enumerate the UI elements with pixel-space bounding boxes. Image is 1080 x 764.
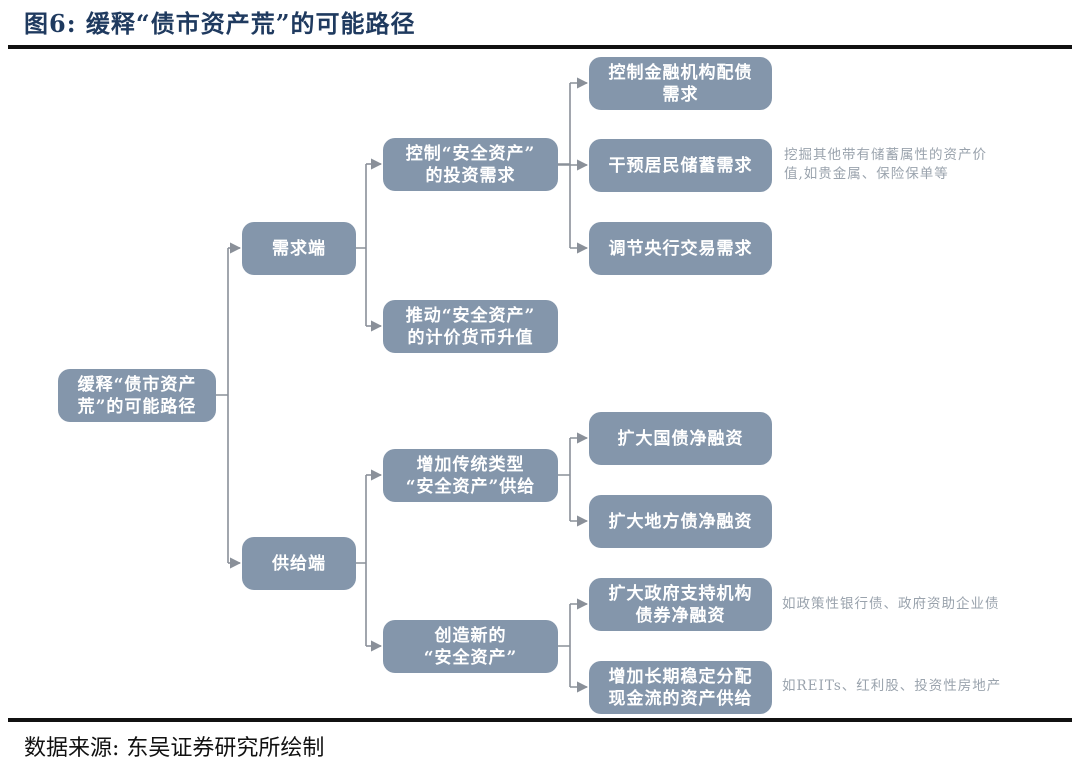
create-new-line2: “安全资产” [423,647,518,668]
source-rule [8,718,1072,722]
traditional-supply-node: 增加传统类型 “安全资产”供给 [383,449,558,502]
agency-bond-node: 扩大政府支持机构 债券净融资 [589,578,772,631]
traditional-line2: “安全资产”供给 [405,476,536,497]
agency-line2: 债券净融资 [635,605,726,626]
connector-create-trunk [558,604,571,687]
central-bank-label: 调节央行交易需求 [608,238,753,259]
title-rule [8,45,1072,49]
control-safe-asset-line1: 控制“安全资产” [405,143,536,164]
create-new-node: 创造新的 “安全资产” [383,620,558,673]
household-note-line2: 值,如贵金属、保险保单等 [784,166,949,182]
figure-title: 图6: 缓释“债市资产荒”的可能路径 [24,9,416,38]
household-label: 干预居民储蓄需求 [608,155,753,176]
supply-label: 供给端 [272,553,326,574]
connector-supply-trunk [356,475,367,646]
push-currency-line1: 推动“安全资产” [405,305,536,326]
traditional-line1: 增加传统类型 [416,454,525,475]
fin-inst-line2: 需求 [662,84,699,105]
cashflow-line2: 现金流的资产供给 [608,688,753,709]
figure-source: 数据来源: 东吴证券研究所绘制 [24,736,325,761]
root-node: 缓释“债市资产 荒”的可能路径 [58,369,216,422]
fin-inst-demand-node: 控制金融机构配债 需求 [589,57,772,110]
connector-root-trunk [216,248,229,563]
create-new-line1: 创造新的 [434,625,507,646]
fin-inst-line1: 控制金融机构配债 [608,62,753,83]
agency-note: 如政策性银行债、政府资助企业债 [782,596,1000,612]
root-line2: 荒”的可能路径 [77,396,197,417]
local-bond-node: 扩大地方债净融资 [589,495,772,548]
central-bank-node: 调节央行交易需求 [589,222,772,275]
cashflow-asset-node: 增加长期稳定分配 现金流的资产供给 [589,661,772,714]
control-safe-asset-line2: 的投资需求 [425,165,516,186]
local-bond-label: 扩大地方债净融资 [608,511,753,532]
connector-demand-trunk [356,164,367,326]
connector-traditional-trunk [558,438,571,521]
household-note: 挖掘其他带有储蓄属性的资产价 值,如贵金属、保险保单等 [784,146,987,184]
household-savings-node: 干预居民储蓄需求 [589,139,772,192]
treasury-node: 扩大国债净融资 [589,412,772,465]
control-safe-asset-node: 控制“安全资产” 的投资需求 [383,138,558,191]
household-note-line1: 挖掘其他带有储蓄属性的资产价 [784,147,987,163]
push-currency-node: 推动“安全资产” 的计价货币升值 [383,300,558,353]
cashflow-note: 如REITs、红利股、投资性房地产 [782,678,1002,694]
push-currency-line2: 的计价货币升值 [407,327,534,348]
root-line1: 缓释“债市资产 [77,374,197,395]
agency-line1: 扩大政府支持机构 [608,583,753,604]
treasury-label: 扩大国债净融资 [617,428,744,449]
demand-label: 需求端 [272,238,326,259]
cashflow-line1: 增加长期稳定分配 [608,666,753,687]
supply-node: 供给端 [242,537,356,590]
demand-node: 需求端 [242,222,356,275]
